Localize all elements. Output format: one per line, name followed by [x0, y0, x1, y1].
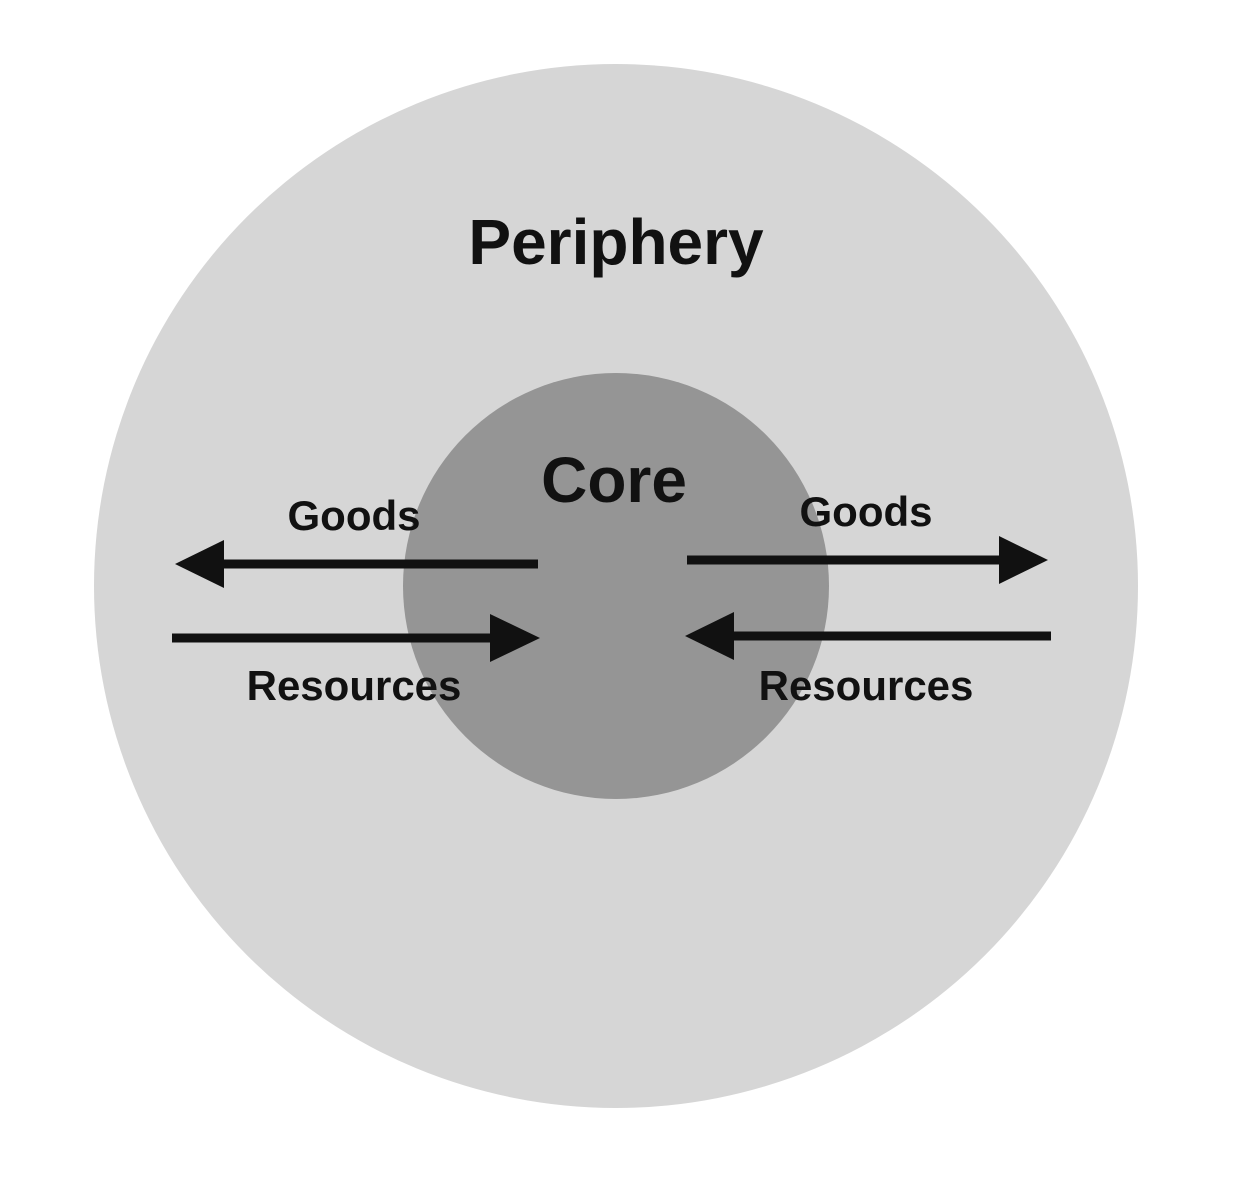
resources-label-left: Resources [247, 662, 462, 709]
core-label: Core [541, 444, 687, 516]
goods-arrow-right [687, 536, 1048, 584]
periphery-label: Periphery [468, 206, 764, 278]
core-circle [403, 373, 829, 799]
resources-arrow-right [685, 612, 1051, 660]
goods-label-left: Goods [288, 492, 421, 539]
goods-arrow-left [175, 540, 538, 588]
resources-label-right: Resources [759, 662, 974, 709]
goods-label-right: Goods [800, 488, 933, 535]
resources-arrow-left [172, 614, 540, 662]
